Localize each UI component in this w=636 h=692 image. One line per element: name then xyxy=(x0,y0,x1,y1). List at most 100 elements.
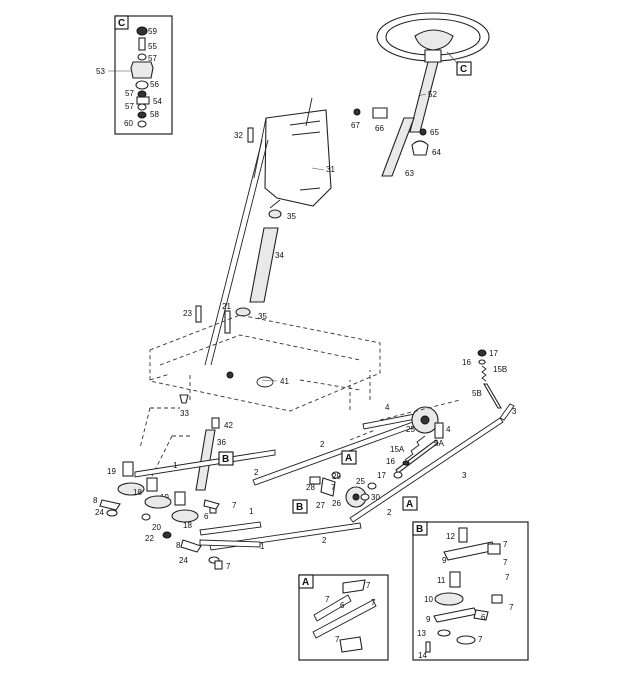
inset-b-tag xyxy=(412,521,428,536)
label-1c: 1 xyxy=(260,542,265,551)
label-2d: 2 xyxy=(387,508,392,517)
label-19a: 19 xyxy=(107,467,116,476)
label-7l: 7 xyxy=(335,635,340,644)
label-21: 21 xyxy=(222,302,231,311)
part-19-bushing-c xyxy=(174,491,186,506)
part-57-washer-low xyxy=(137,103,147,111)
part-16-nut-upper xyxy=(478,359,486,365)
part-7-pin-a xyxy=(214,560,223,570)
part-59-cap xyxy=(136,26,148,36)
label-9b: 9 xyxy=(426,615,431,624)
part-19-bushing-a xyxy=(122,461,134,477)
callout-b-label-upper: B xyxy=(222,454,229,465)
frame-outline: 41 xyxy=(149,314,381,412)
label-7b: 7 xyxy=(232,501,237,510)
inset-b: B 12 9 7 7 11 10 9 7 7 6 13 14 7 xyxy=(412,521,529,661)
label-57b: 57 xyxy=(125,89,134,98)
part-13-washer xyxy=(437,629,451,637)
part-8-arm-b xyxy=(180,539,202,553)
label-41: 41 xyxy=(280,377,289,386)
part-8-washer-b xyxy=(456,635,476,645)
label-7i: 7 xyxy=(366,581,371,590)
label-14: 14 xyxy=(418,651,427,660)
label-57a: 57 xyxy=(148,54,157,63)
label-35a: 35 xyxy=(287,212,296,221)
label-24b: 24 xyxy=(179,556,188,565)
label-7a: 7 xyxy=(226,562,231,571)
inset-a-link-top xyxy=(342,579,366,594)
part-15a-spring xyxy=(404,435,426,461)
part-60-screw xyxy=(137,120,147,128)
label-67: 67 xyxy=(351,121,360,130)
callout-a-tag-mid xyxy=(341,450,357,465)
chain-1-mid xyxy=(199,521,262,536)
label-7g: 7 xyxy=(509,603,514,612)
label-6b: 6 xyxy=(481,613,486,622)
left-linkage: 33 42 36 19 19 19 18 18 8 24 20 22 8 24 … xyxy=(93,394,237,571)
label-15a: 15A xyxy=(390,445,405,454)
label-25a: 25 xyxy=(356,477,365,486)
label-18a: 18 xyxy=(133,488,142,497)
part-28-plate xyxy=(309,476,321,485)
part-42-bushing xyxy=(211,417,220,429)
part-31-tower xyxy=(264,109,332,207)
callout-a-tag-right xyxy=(402,496,418,511)
label-8b: 8 xyxy=(176,541,181,550)
label-35b: 35 xyxy=(258,312,267,321)
label-5b: 5B xyxy=(472,389,482,398)
inset-c-label: C xyxy=(118,18,125,29)
label-52: 52 xyxy=(428,90,437,99)
part-56-bushing xyxy=(135,80,149,90)
part-18-sprocket-a xyxy=(117,482,145,496)
callout-b-tag-upper xyxy=(218,451,234,466)
label-55: 55 xyxy=(148,42,157,51)
wheel-hub xyxy=(414,29,454,51)
part-30-washer xyxy=(360,493,370,501)
callout-c-tag xyxy=(456,61,472,76)
label-24a: 24 xyxy=(95,508,104,517)
label-13: 13 xyxy=(417,629,426,638)
chain-3-right xyxy=(349,417,504,523)
label-1a: 1 xyxy=(173,461,178,470)
inset-a-label: A xyxy=(302,577,309,588)
part-21-bolt xyxy=(224,310,231,334)
part-32-bolt xyxy=(247,127,254,143)
label-2b: 2 xyxy=(320,440,325,449)
label-23: 23 xyxy=(183,309,192,318)
label-17b: 17 xyxy=(489,349,498,358)
chains: 1 2 2 4 3 3 1 2 1 2 B B A A xyxy=(134,403,517,551)
part-5b-rod xyxy=(483,383,502,409)
part-57-washer-mid xyxy=(137,90,147,98)
part-18-sprocket-c xyxy=(171,509,199,523)
part-17-nut xyxy=(393,471,403,479)
label-10: 10 xyxy=(424,595,433,604)
part-20-washer xyxy=(141,513,151,521)
part-35-bushing-top xyxy=(268,209,282,219)
label-9a: 9 xyxy=(442,556,447,565)
callout-a-label-right: A xyxy=(406,499,413,510)
part-4-shaft xyxy=(434,422,444,439)
label-12: 12 xyxy=(446,532,455,541)
part-65-screw xyxy=(419,128,427,136)
part-6-link-b xyxy=(473,609,489,621)
label-57c: 57 xyxy=(125,102,134,111)
part-63-lower-shaft xyxy=(381,117,415,177)
part-33-clip xyxy=(179,394,189,404)
label-4a: 4 xyxy=(385,403,390,412)
part-25-nut xyxy=(367,482,377,490)
label-26: 26 xyxy=(332,499,341,508)
label-17a: 17 xyxy=(377,471,386,480)
part-14-bolt xyxy=(425,641,431,653)
label-60: 60 xyxy=(124,119,133,128)
part-7-block-b1 xyxy=(487,543,501,555)
label-7k: 7 xyxy=(371,598,376,607)
label-6c: 6 xyxy=(340,601,345,610)
label-7e: 7 xyxy=(503,558,508,567)
part-35-bushing-low xyxy=(235,307,251,317)
part-8-arm-a xyxy=(99,499,121,511)
label-8a: 8 xyxy=(93,496,98,505)
center-sprocket-cluster: 26 27 28 29 7 25 30 xyxy=(306,471,380,510)
label-63: 63 xyxy=(405,169,414,178)
right-sprocket-tensioner: 25 4 5A 15A 16 17 17 16 15B 5B xyxy=(349,349,507,480)
